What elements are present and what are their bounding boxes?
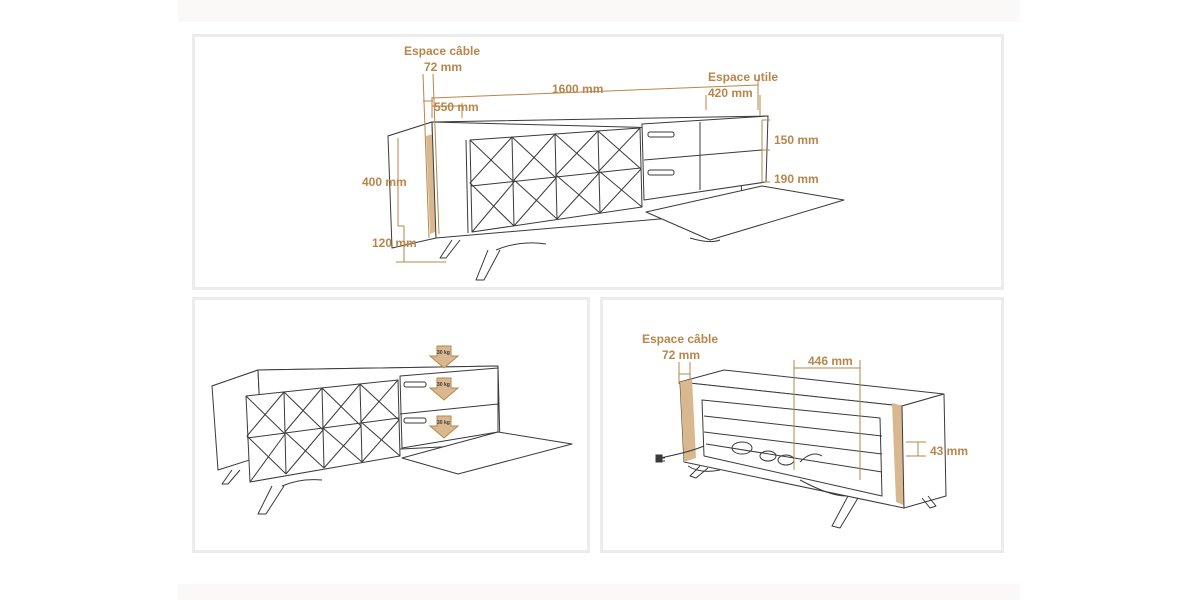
load-upper-label: 30 kg: [437, 350, 450, 356]
drop-down-flap: [401, 431, 573, 475]
bottom-band: [178, 584, 1020, 600]
leg-center: [257, 485, 285, 515]
cable-space-value: 72 mm: [424, 60, 463, 74]
usable-space-title: Espace utile: [708, 70, 779, 84]
load-arrow-lower: [428, 415, 460, 439]
load-middle-label: 30 kg: [437, 382, 450, 388]
leg-right: [921, 495, 937, 509]
legs-dimension: 120 mm: [372, 236, 417, 250]
upper-shelf-dimension: 150 mm: [774, 133, 819, 147]
passage-height-dimension: 43 mm: [930, 444, 969, 458]
right-side: [901, 393, 947, 509]
cable-cutout-left: [680, 379, 696, 462]
leg-left-front: [439, 239, 461, 259]
cable-space-value: 72 mm: [662, 348, 701, 362]
load-arrows: [428, 345, 460, 439]
width-dimension: 1600 mm: [552, 82, 604, 96]
drop-down-flap: [645, 185, 845, 241]
top-band: [178, 0, 1020, 22]
cable-space-title: Espace câble: [642, 332, 719, 346]
leg-center: [831, 495, 859, 529]
leg-center: [475, 249, 501, 281]
usable-space-value: 420 mm: [708, 86, 753, 100]
leg-left: [689, 465, 709, 479]
height-dimension: 400 mm: [362, 175, 407, 189]
load-lower-label: 30 kg: [437, 420, 450, 426]
depth-dimension: 550 mm: [434, 100, 479, 114]
cable-space-title: Espace câble: [404, 44, 481, 58]
leg-center-rail: [495, 242, 547, 251]
lower-shelf-dimension: 190 mm: [774, 172, 819, 186]
load-arrow-upper: [428, 345, 460, 369]
leg-left-front: [221, 469, 241, 485]
load-arrow-middle: [428, 377, 460, 401]
passage-width-dimension: 446 mm: [808, 354, 853, 368]
plug-icon: [655, 454, 665, 463]
